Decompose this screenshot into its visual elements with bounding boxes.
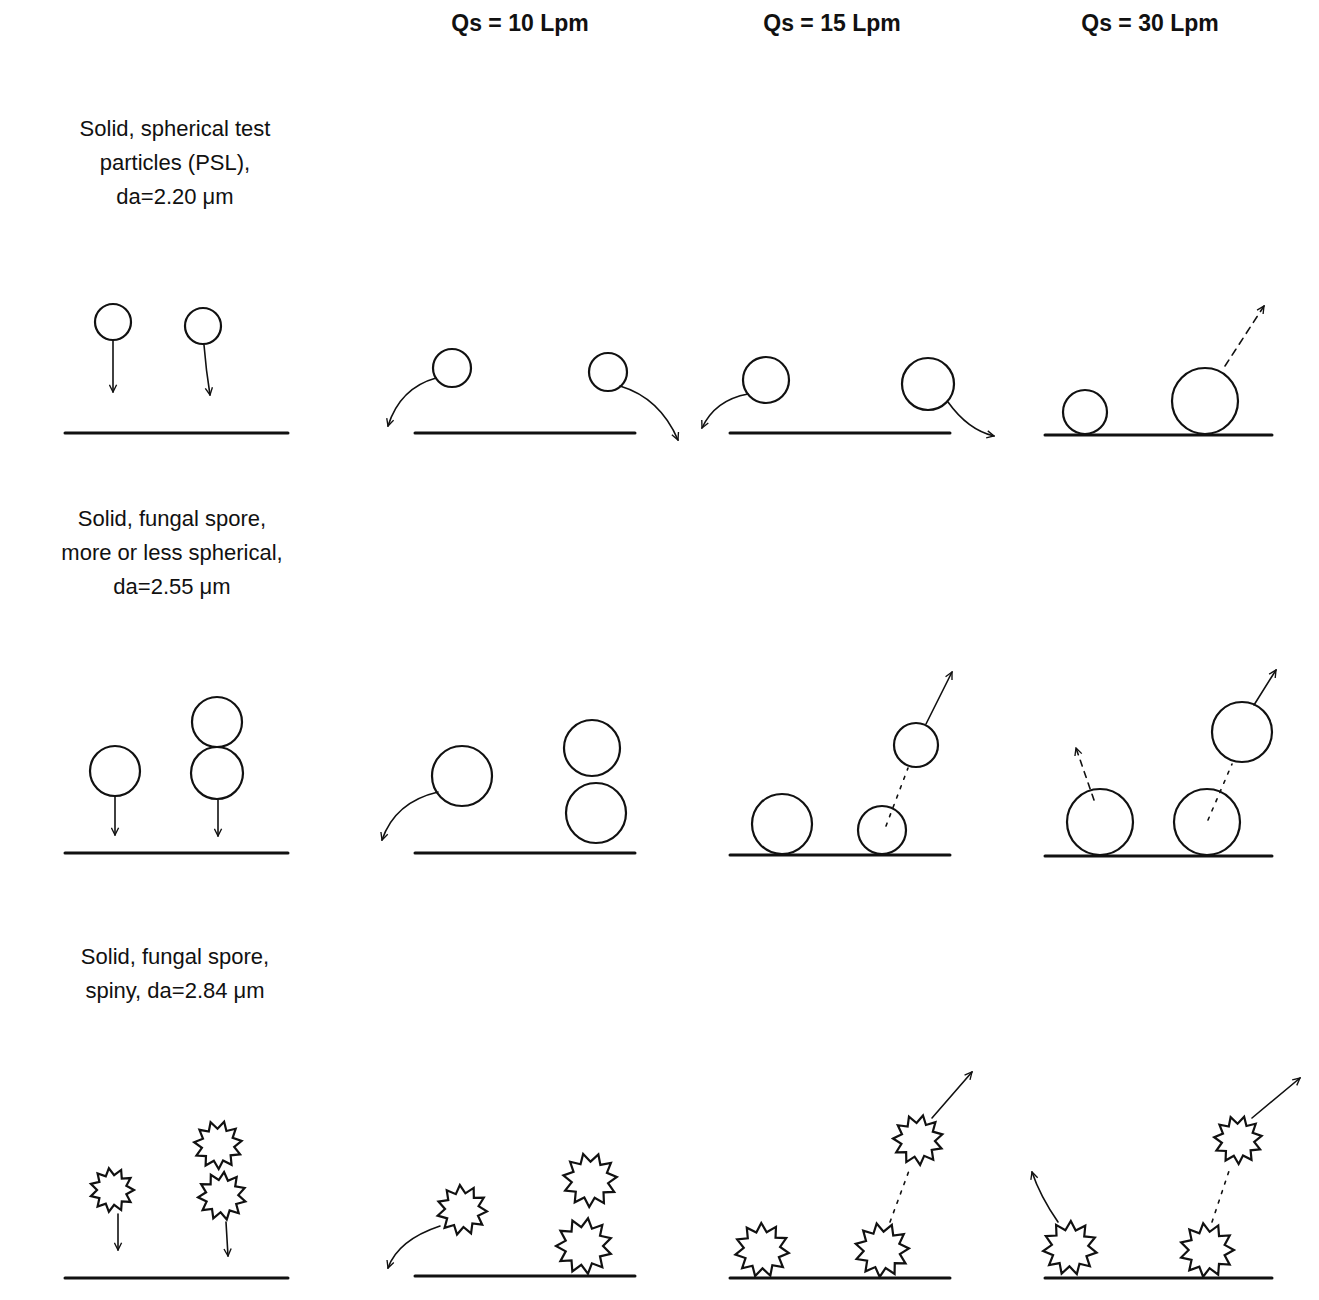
motion-arrow xyxy=(113,306,1264,440)
spiny-spore xyxy=(1043,1221,1096,1274)
spiny-spore xyxy=(856,1224,909,1277)
spiny-spore xyxy=(556,1218,611,1273)
spiny-spore xyxy=(735,1223,788,1276)
spiny-spore xyxy=(438,1185,487,1234)
spiny-spore xyxy=(91,1168,134,1212)
row-label: Solid, fungal spore, more or less spheri… xyxy=(61,502,282,604)
spiny-spore xyxy=(194,1122,241,1169)
row-label: Solid, fungal spore, spiny, da=2.84 μm xyxy=(81,940,269,1008)
spiny-spore xyxy=(198,1172,245,1219)
fungal-spore xyxy=(90,697,1272,855)
column-header: Qs = 15 Lpm xyxy=(763,6,900,40)
spiny-spore xyxy=(1181,1223,1234,1276)
column-header: Qs = 10 Lpm xyxy=(451,6,588,40)
motion-arrow xyxy=(118,1072,1300,1268)
spiny-spore xyxy=(563,1154,616,1207)
spiny-spore xyxy=(1214,1117,1261,1164)
spiny-spore xyxy=(893,1116,942,1165)
row-label: Solid, spherical test particles (PSL), d… xyxy=(80,112,271,214)
spiny-spore xyxy=(91,1116,1262,1277)
column-header: Qs = 30 Lpm xyxy=(1081,6,1218,40)
psl-particle xyxy=(95,304,1238,434)
motion-arrow xyxy=(115,670,1276,840)
